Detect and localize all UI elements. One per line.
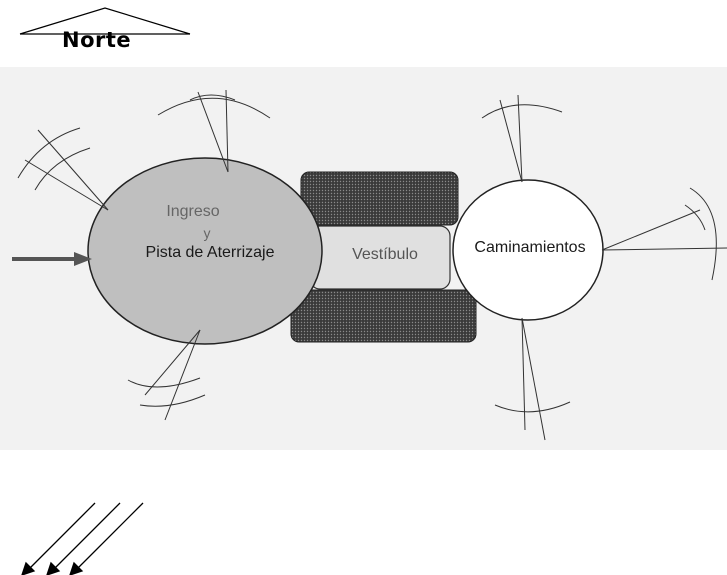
north-indicator: [19, 7, 191, 35]
vestibulo-label: Vestíbulo: [352, 246, 418, 263]
view-line-ingreso-left: [17, 127, 109, 211]
view-line-ingreso-bottom: [127, 329, 206, 421]
pista-label: Pista de Aterrizaje: [145, 244, 275, 261]
hatched-block-bottom: [290, 289, 477, 343]
ingreso-ellipse: [87, 157, 323, 345]
view-line-caminamientos-top: [481, 94, 563, 183]
view-line-caminamientos-bottom: [494, 317, 571, 441]
right-arrow-icon: [12, 252, 92, 266]
hatched-block-top: [300, 171, 459, 226]
ingreso-connector-label: y: [203, 225, 211, 241]
caminamientos-label: Caminamientos: [474, 239, 586, 256]
north-label: Norte: [62, 28, 132, 52]
view-line-caminamientos-right: [601, 187, 727, 281]
view-line-ingreso-top: [157, 89, 271, 173]
wind-arrows-icon: [21, 502, 144, 575]
ingreso-label: Ingreso: [166, 203, 220, 220]
